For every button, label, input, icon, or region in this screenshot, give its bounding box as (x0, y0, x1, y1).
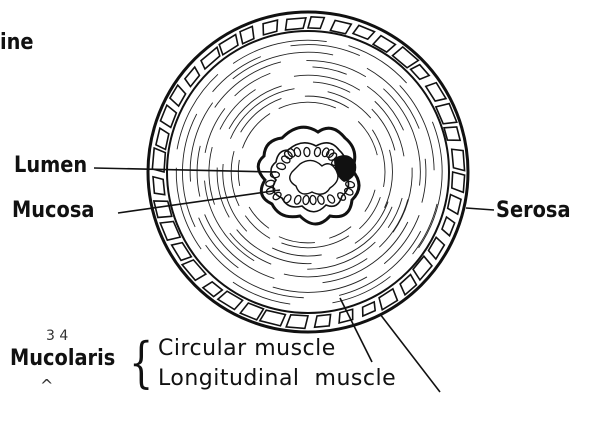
lumen-label: Lumen (14, 153, 87, 178)
muscularis-label: Mucolaris (10, 346, 115, 371)
circular-muscle-label: Circular muscle (158, 336, 336, 361)
top-fragment-label: ine (0, 30, 34, 55)
brace-icon: { (129, 336, 153, 390)
longitudinal-muscle-label: Longitudinal muscle (158, 366, 396, 391)
handwritten-mark: 3 4 (46, 328, 68, 344)
serosa-label: Serosa (496, 198, 571, 223)
serosa-leader-line (466, 208, 494, 210)
mucosa-label: Mucosa (12, 198, 94, 223)
handwritten-caret-icon: ^ (40, 376, 53, 395)
